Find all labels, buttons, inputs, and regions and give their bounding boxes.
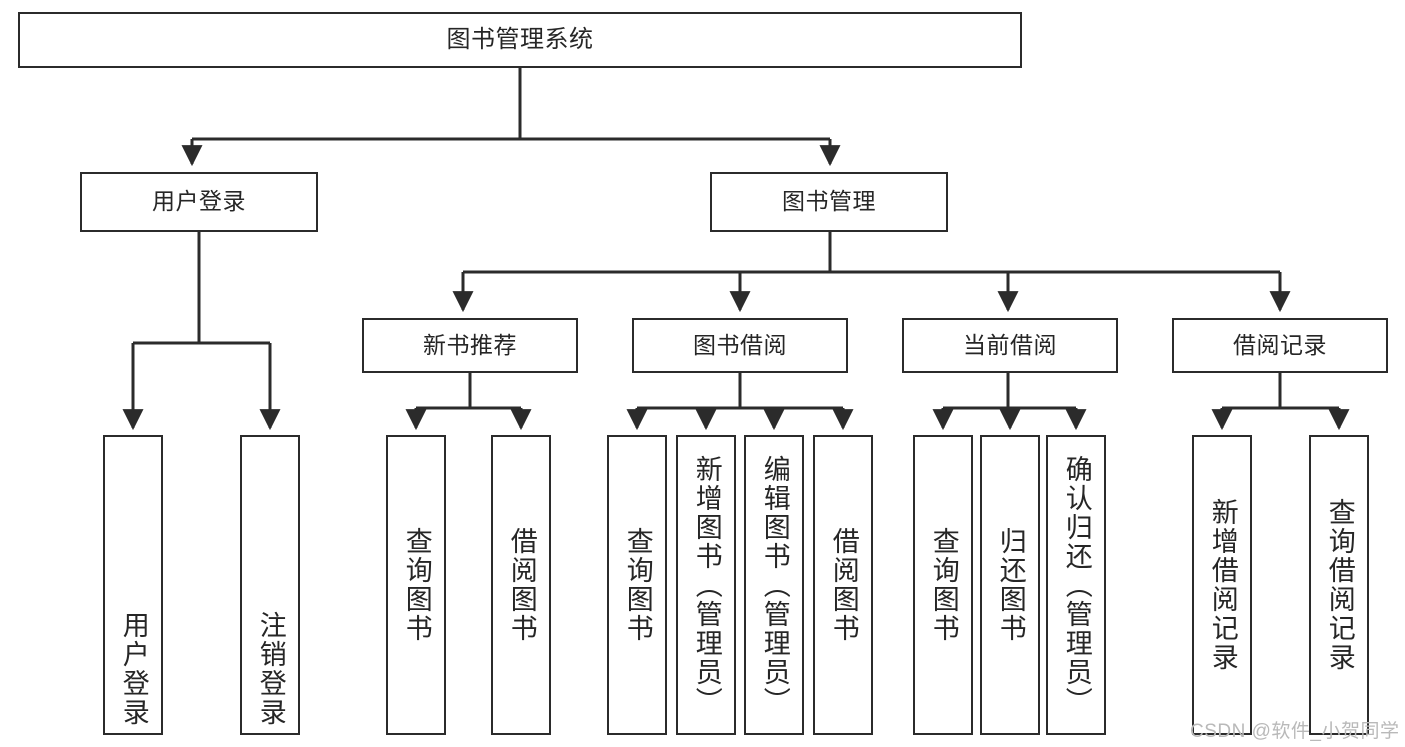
- node-leaf-user-login[interactable]: 用户登录: [103, 435, 163, 735]
- node-label: 用户登录: [152, 188, 246, 215]
- node-leaf-query-borrow-record[interactable]: 查询借阅记录: [1309, 435, 1369, 735]
- node-label: 借阅图书: [828, 527, 859, 643]
- node-leaf-return-book[interactable]: 归还图书: [980, 435, 1040, 735]
- node-label: 用户登录: [118, 611, 149, 727]
- node-label: 查询图书: [401, 527, 432, 643]
- node-label: 当前借阅: [963, 331, 1057, 358]
- node-label: 查询图书: [622, 527, 653, 643]
- node-leaf-borrow-book-newbook[interactable]: 借阅图书: [491, 435, 551, 735]
- node-book-management[interactable]: 图书管理: [710, 172, 948, 232]
- node-leaf-confirm-return-admin[interactable]: 确认归还（管理员）: [1046, 435, 1106, 735]
- node-leaf-query-book-borrow[interactable]: 查询图书: [607, 435, 667, 735]
- node-label: 图书管理系统: [446, 25, 594, 53]
- node-leaf-borrow-book[interactable]: 借阅图书: [813, 435, 873, 735]
- csdn-watermark: CSDN @软件_小贺同学: [1190, 721, 1400, 742]
- node-label: 注销登录: [255, 611, 286, 727]
- node-borrow-record[interactable]: 借阅记录: [1172, 318, 1388, 373]
- node-new-book-recommend[interactable]: 新书推荐: [362, 318, 578, 373]
- node-book-borrow[interactable]: 图书借阅: [632, 318, 848, 373]
- node-label: 图书借阅: [693, 331, 787, 358]
- node-leaf-edit-book-admin[interactable]: 编辑图书（管理员）: [744, 435, 804, 735]
- node-leaf-query-book-current[interactable]: 查询图书: [913, 435, 973, 735]
- node-leaf-logout[interactable]: 注销登录: [240, 435, 300, 735]
- node-leaf-query-book-newbook[interactable]: 查询图书: [386, 435, 446, 735]
- node-label: 新增图书（管理员）: [691, 454, 722, 716]
- node-label: 编辑图书（管理员）: [759, 454, 790, 716]
- node-leaf-add-book-admin[interactable]: 新增图书（管理员）: [676, 435, 736, 735]
- node-label: 图书管理: [782, 188, 876, 215]
- node-label: 查询图书: [928, 527, 959, 643]
- node-current-borrow[interactable]: 当前借阅: [902, 318, 1118, 373]
- node-label: 确认归还（管理员）: [1061, 454, 1092, 716]
- node-root-book-management-system[interactable]: 图书管理系统: [18, 12, 1022, 68]
- node-label: 归还图书: [995, 527, 1026, 643]
- node-label: 查询借阅记录: [1324, 498, 1355, 672]
- node-label: 新书推荐: [423, 331, 517, 358]
- node-label: 新增借阅记录: [1207, 498, 1238, 672]
- node-user-login[interactable]: 用户登录: [80, 172, 318, 232]
- node-leaf-add-borrow-record[interactable]: 新增借阅记录: [1192, 435, 1252, 735]
- node-label: 借阅图书: [506, 527, 537, 643]
- node-label: 借阅记录: [1233, 331, 1327, 358]
